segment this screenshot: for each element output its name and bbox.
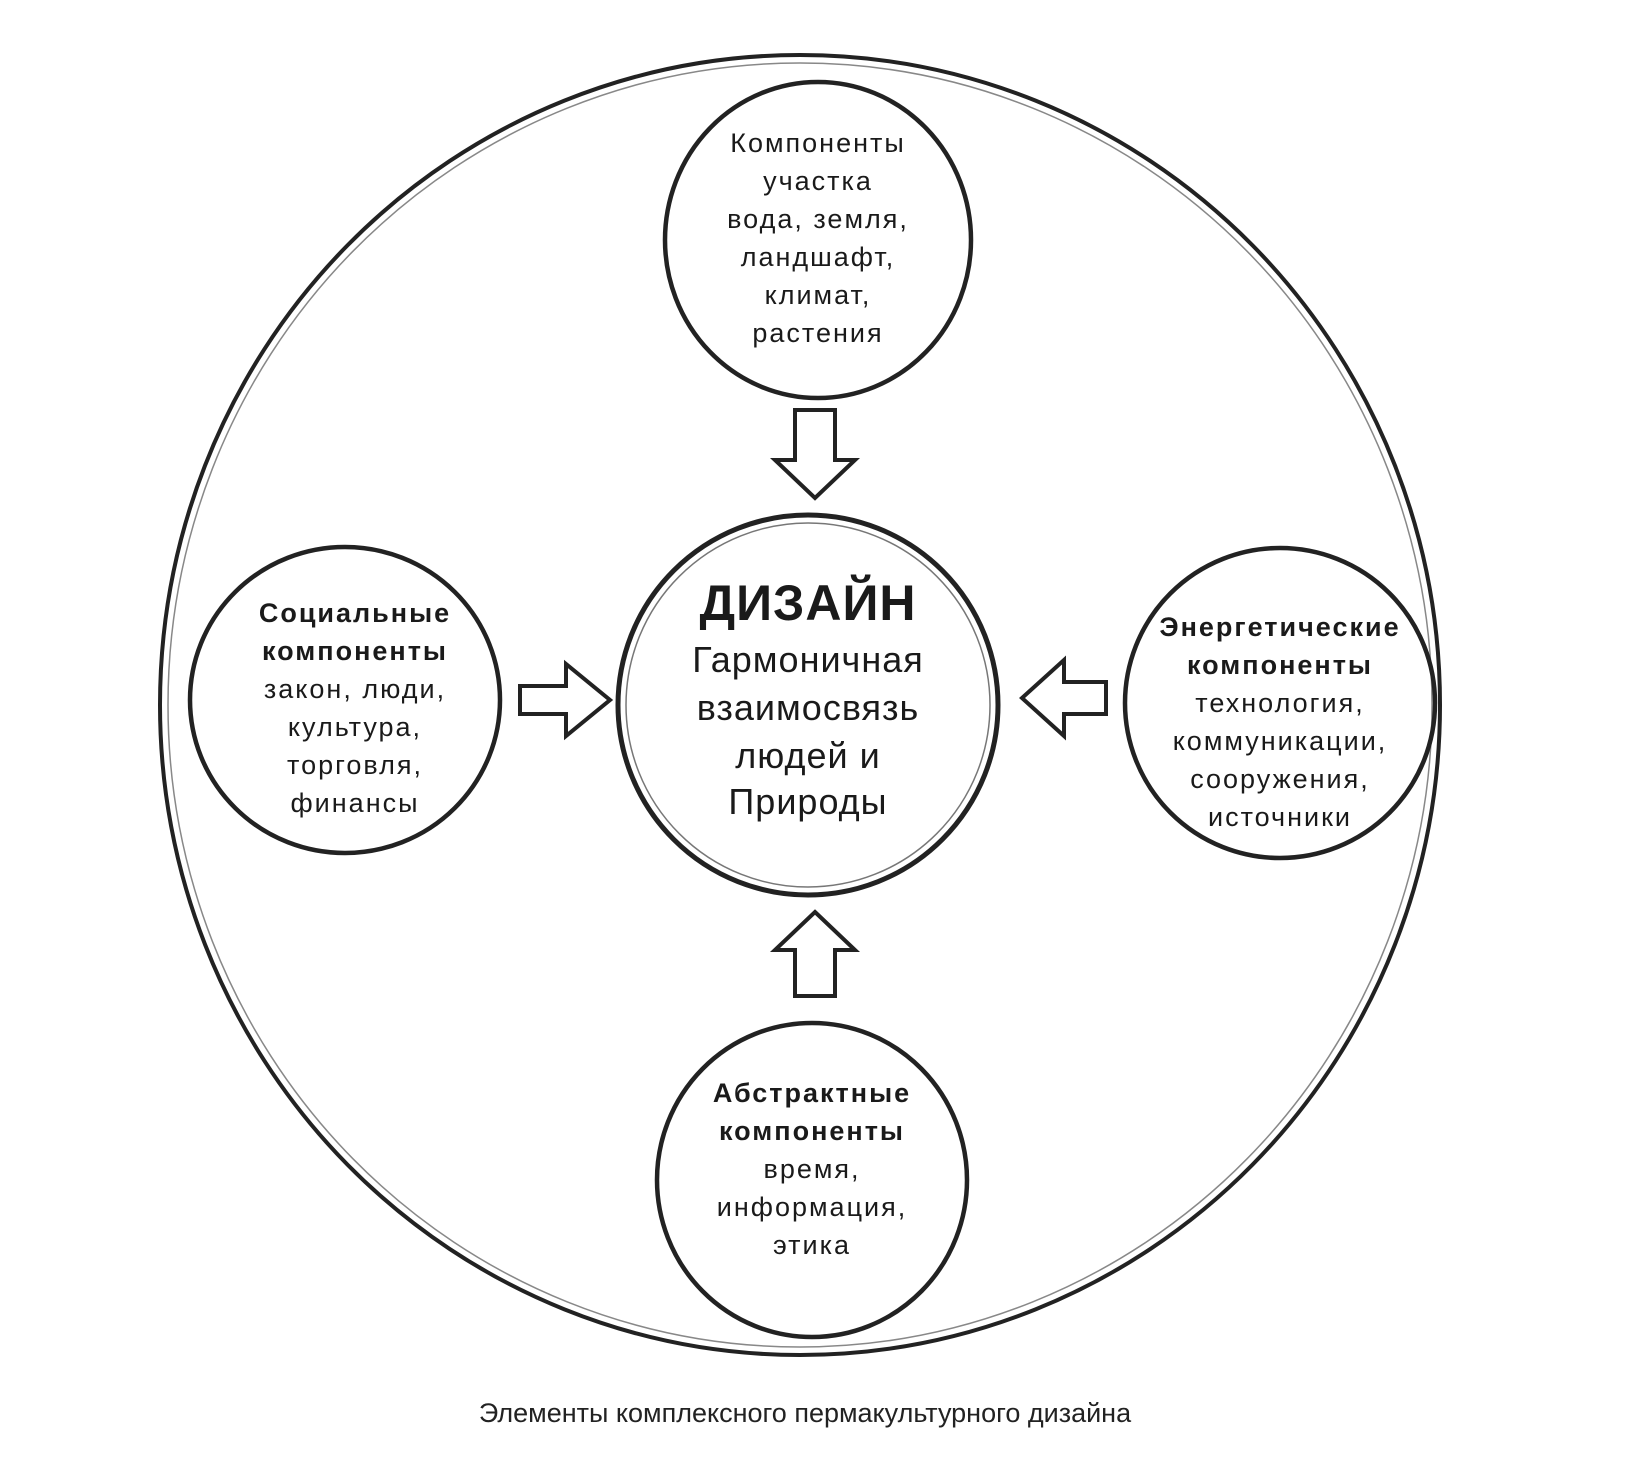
bottom-node-title-2: компоненты xyxy=(719,1116,905,1146)
top-node-line-1: Компоненты xyxy=(730,128,906,158)
arrow-down-icon xyxy=(769,408,861,501)
diagram-caption: Элементы комплексного пермакультурного д… xyxy=(479,1398,1132,1428)
right-node-line-2: коммуникации, xyxy=(1173,726,1388,756)
left-node-title-1: Социальные xyxy=(259,598,451,628)
left-node-line-4: финансы xyxy=(290,788,419,818)
right-node-title-2: компоненты xyxy=(1187,650,1373,680)
top-node-line-2: участка xyxy=(763,166,873,196)
top-node-line-3: вода, земля, xyxy=(727,204,909,234)
center-line-3: людей и xyxy=(735,735,880,776)
bottom-node-line-3: этика xyxy=(773,1230,851,1260)
center-line-4: Природы xyxy=(728,781,887,822)
left-node-title-2: компоненты xyxy=(262,636,448,666)
bottom-node-line-1: время, xyxy=(763,1154,860,1184)
arrow-left-icon xyxy=(1019,655,1108,741)
top-node-line-6: растения xyxy=(752,318,883,348)
bottom-node: Абстрактные компоненты время, информация… xyxy=(654,1020,970,1340)
left-node-line-3: торговля, xyxy=(287,750,423,780)
left-node-line-2: культура, xyxy=(288,712,422,742)
arrow-up-icon xyxy=(769,909,861,998)
right-node: Энергетические компоненты технология, ко… xyxy=(1122,545,1438,861)
bottom-node-title-1: Абстрактные xyxy=(713,1078,911,1108)
center-node: ДИЗАЙН Гармоничная взаимосвязь людей и П… xyxy=(615,512,1001,898)
center-line-2: взаимосвязь xyxy=(697,687,920,728)
arrow-right-icon xyxy=(518,659,614,741)
center-title: ДИЗАЙН xyxy=(699,574,916,631)
left-node-line-1: закон, люди, xyxy=(264,674,446,704)
right-node-line-1: технология, xyxy=(1195,688,1364,718)
right-node-line-3: сооружения, xyxy=(1190,764,1370,794)
right-node-line-4: источники xyxy=(1208,802,1352,832)
outer-boundary xyxy=(158,53,1442,1357)
top-node-line-5: климат, xyxy=(765,280,872,310)
center-line-1: Гармоничная xyxy=(692,639,923,680)
top-node: Компоненты участка вода, земля, ландшафт… xyxy=(662,79,974,401)
top-node-line-4: ландшафт, xyxy=(741,242,896,272)
right-node-title-1: Энергетические xyxy=(1159,612,1400,642)
bottom-node-line-2: информация, xyxy=(717,1192,908,1222)
left-node: Социальные компоненты закон, люди, культ… xyxy=(187,544,503,856)
